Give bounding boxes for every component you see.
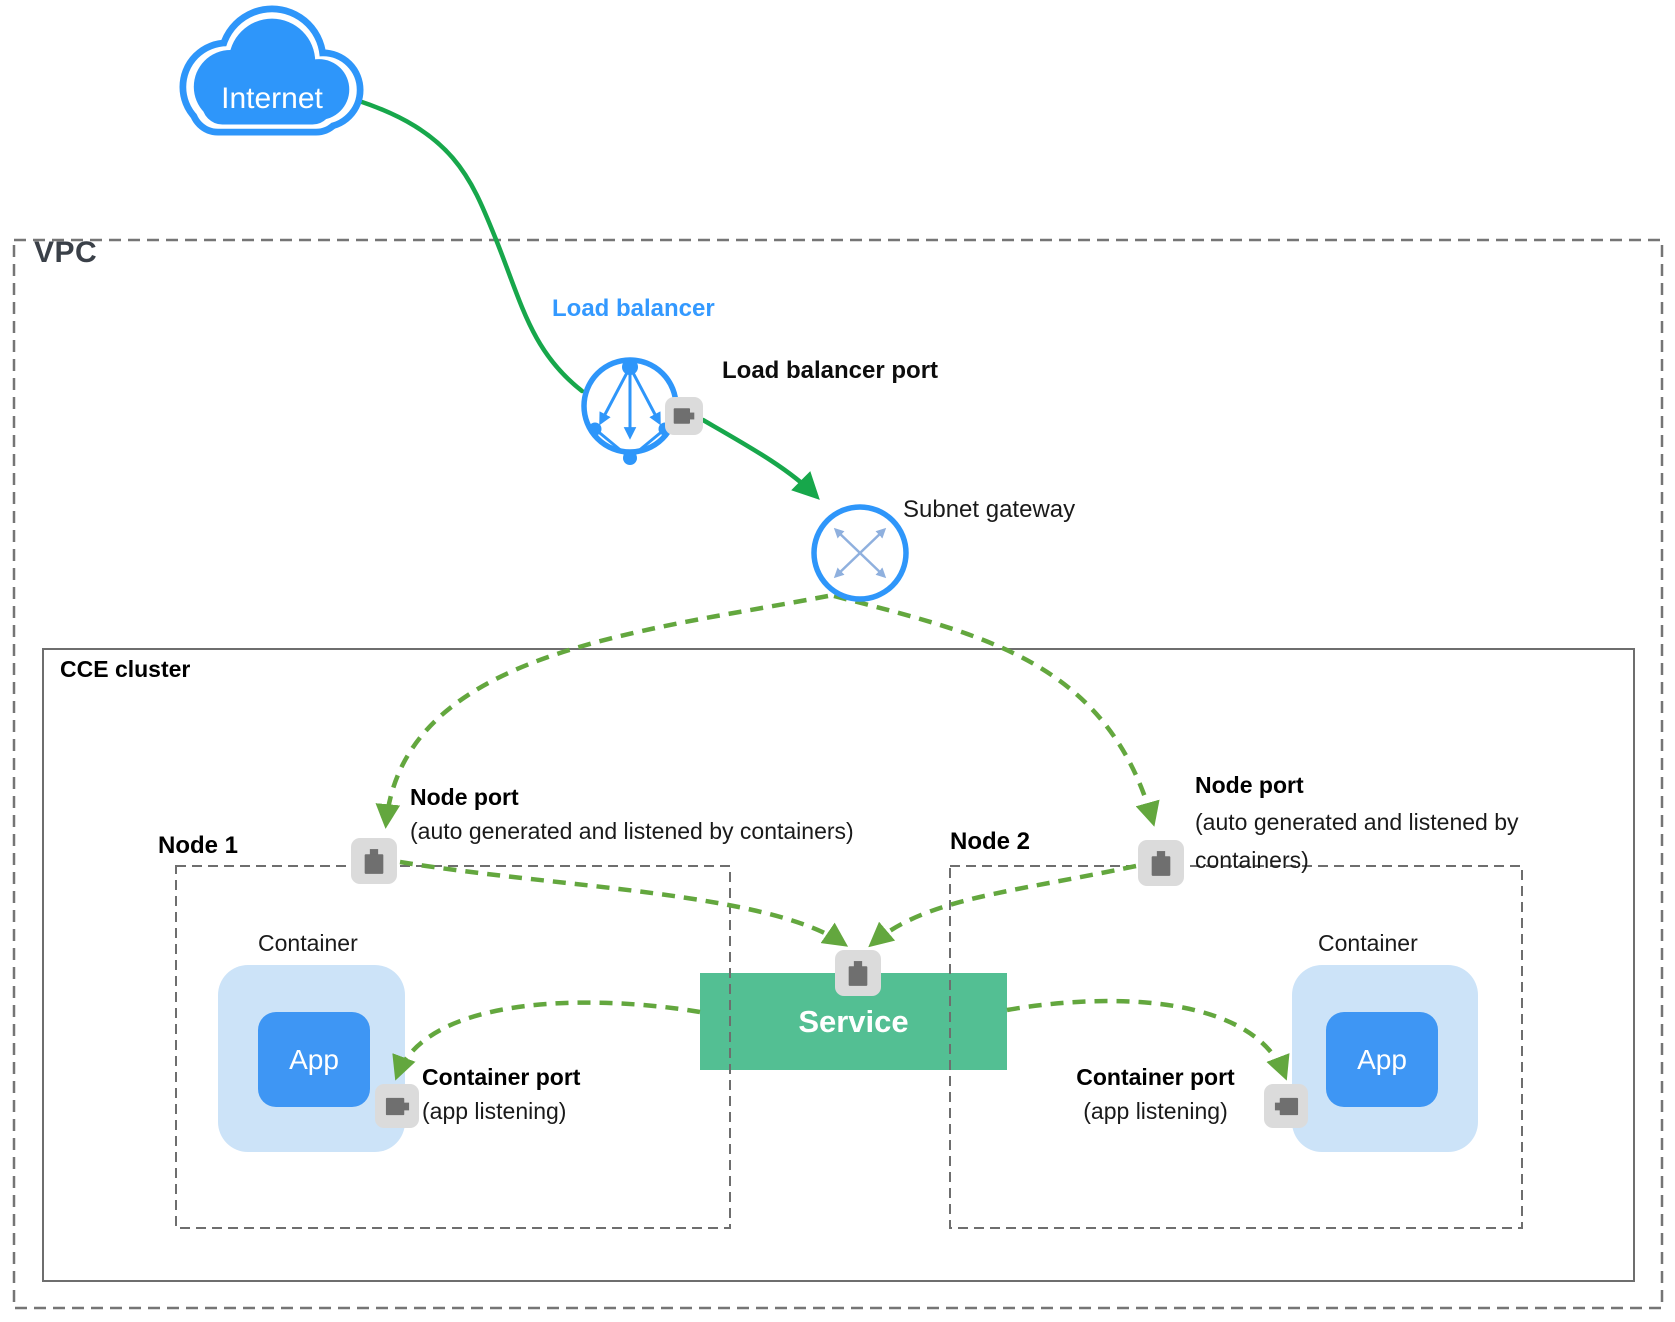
node1-box	[175, 865, 731, 1229]
container2-label: Container	[1318, 930, 1418, 956]
link-node1-port-to-service	[399, 859, 849, 947]
node2-box	[949, 865, 1523, 1229]
subnet-gateway-icon	[811, 504, 909, 602]
link-gateway-to-node2-port	[833, 593, 1160, 827]
container1-port-desc: (app listening)	[422, 1098, 567, 1124]
load-balancer-port-icon	[665, 397, 703, 435]
node2-port-desc: (auto generated and listened by containe…	[1195, 809, 1519, 873]
container2-port-desc: (app listening)	[1083, 1098, 1228, 1124]
link-loadbalancer-to-gateway	[700, 417, 820, 500]
link-internet-to-loadbalancer	[353, 97, 585, 394]
link-service-to-container2-port	[1006, 998, 1290, 1081]
node1-port-title: Node port	[410, 784, 519, 810]
container2-port-icon	[1264, 1084, 1308, 1128]
node2-label: Node 2	[950, 828, 1031, 855]
vpc-label: VPC	[34, 236, 98, 269]
node2-port-icon	[1138, 840, 1184, 886]
load-balancer-port-label: Load balancer port	[722, 357, 939, 384]
internet-label: Internet	[221, 82, 323, 115]
vpc-box	[12, 238, 1664, 1310]
app-box-node1: App	[258, 1012, 370, 1107]
app-label-node2: App	[1357, 1043, 1407, 1075]
load-balancer-icon	[581, 357, 679, 465]
container1-label: Container	[258, 930, 358, 956]
app-label-node1: App	[289, 1043, 339, 1075]
internet-cloud-icon	[179, 5, 364, 136]
app-box-node2: App	[1326, 1012, 1438, 1107]
cce-cluster-box	[42, 648, 1635, 1282]
link-service-to-container1-port	[392, 1000, 701, 1081]
node1-label: Node 1	[158, 832, 239, 859]
node1-port-desc: (auto generated and listened by containe…	[410, 818, 854, 844]
service-label: Service	[798, 1003, 909, 1039]
link-gateway-to-node1-port	[375, 593, 829, 829]
node2-port-title: Node port	[1195, 772, 1304, 798]
service-port-icon	[835, 950, 881, 996]
node1-port-icon	[351, 838, 397, 884]
container2-port-title: Container port	[1076, 1064, 1235, 1090]
container1-port-title: Container port	[422, 1064, 581, 1090]
link-node2-port-to-service	[868, 863, 1137, 948]
container1-port-icon	[375, 1084, 419, 1128]
load-balancer-label: Load balancer	[552, 295, 715, 322]
cce-cluster-label: CCE cluster	[60, 656, 191, 682]
subnet-gateway-label: Subnet gateway	[903, 496, 1076, 523]
